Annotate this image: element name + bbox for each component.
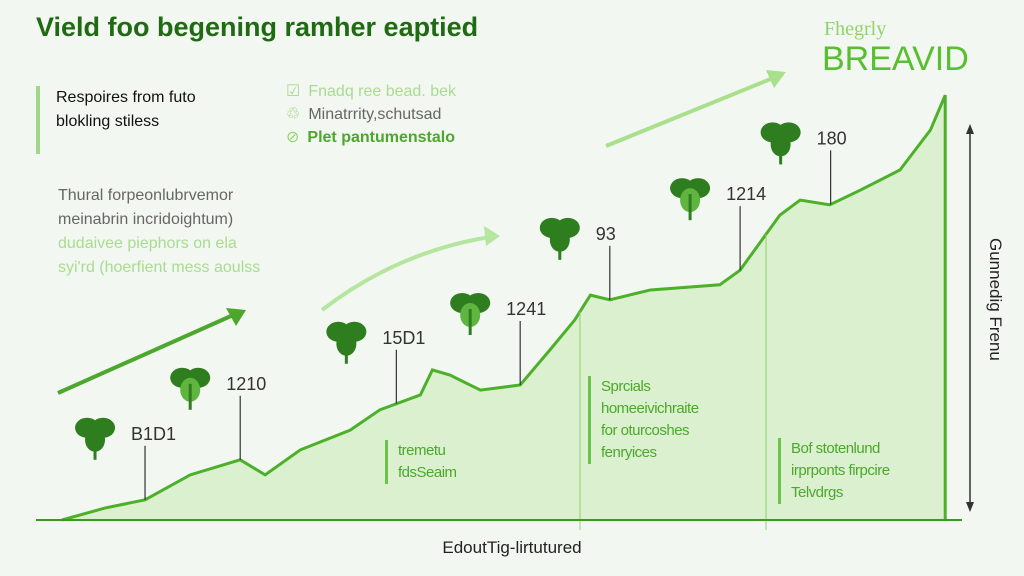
ginkgo-leaf-icon	[75, 417, 116, 460]
branch-icon	[539, 217, 580, 260]
note-2: Sprcials homeeivichraite for oturcoshes …	[588, 376, 699, 464]
data-label: 93	[596, 224, 616, 244]
y-arrow-up	[966, 124, 974, 134]
data-label: B1D1	[131, 424, 176, 444]
note-line: Sprcials	[601, 378, 651, 395]
description: Thural forpeonlubrvemor meinabrin incrid…	[58, 184, 260, 280]
data-label: 1214	[726, 184, 766, 204]
description-line: dudaivee piephors on ela	[58, 235, 237, 252]
note-line: homeeivichraite	[601, 400, 699, 417]
data-label: 1241	[506, 299, 546, 319]
note-line: fenryices	[601, 444, 657, 461]
leaf-search-icon: ⊘	[286, 129, 300, 146]
note-1: tremetu fdsSeaim	[385, 440, 457, 484]
brand-tagline: Fhegrly	[824, 18, 887, 40]
note-line: Telvdrgs	[791, 484, 843, 501]
note-line: irprponts firpcire	[791, 462, 890, 479]
plant-pot-icon	[170, 367, 211, 410]
y-arrow-down	[966, 502, 974, 512]
trend-arrow	[57, 310, 241, 395]
legend-item: ♲ Minatrrity,schutsad	[286, 103, 456, 126]
data-label: 15D1	[382, 328, 425, 348]
legend: ☑ Fnadq ree bead. bek ♲ Minatrrity,schutsa…	[286, 80, 456, 149]
note-line: fdsSeaim	[398, 464, 457, 481]
page-title: Vield foo begening ramher eaptied	[36, 12, 479, 42]
description-line: Thural forpeonlubrvemor	[58, 187, 234, 204]
description-line: syi'rd (hoerfient mess aoulss	[58, 259, 261, 276]
data-label: 180	[817, 128, 847, 148]
legend-item: ⊘ Plet pantumenstalo	[286, 126, 456, 149]
area-line	[61, 94, 947, 522]
legend-label: Minatrrity,schutsad	[308, 106, 442, 123]
tree-icon	[450, 292, 491, 335]
data-label: 1210	[226, 374, 266, 394]
legend-label: Fnadq ree bead. bek	[308, 83, 457, 100]
x-axis-label: EdoutTig-lirtutured	[442, 538, 582, 557]
note-3: Bof stotenlund irprponts firpcire Telvdr…	[778, 438, 890, 504]
area-fill	[61, 95, 946, 520]
y-axis-label: Gunnedig Frenu	[986, 238, 1005, 361]
clover-icon	[760, 122, 801, 165]
legend-label: Plet pantumenstalo	[307, 129, 455, 146]
note-line: for oturcoshes	[601, 422, 690, 439]
brand-logo: BREAVID	[822, 40, 969, 78]
trend-arrow-head	[226, 308, 246, 326]
upper-arrow-head	[766, 70, 786, 88]
note-line: Bof stotenlund	[791, 440, 880, 457]
checklist-icon: ☑	[286, 83, 301, 100]
upper-arrow	[605, 74, 779, 148]
intro-line: blokling stiless	[56, 113, 160, 130]
intro-line: Respoires from futo	[56, 89, 196, 106]
description-line: meinabrin incridoightum)	[58, 211, 234, 228]
legend-item: ☑ Fnadq ree bead. bek	[286, 80, 456, 103]
handshake-icon: ♲	[286, 106, 301, 123]
note-line: tremetu	[398, 442, 446, 459]
truck-icon	[326, 321, 367, 364]
double-arrow	[320, 234, 497, 312]
factory-icon	[670, 178, 711, 221]
intro-block: Respoires from futo blokling stiless	[36, 86, 196, 154]
double-arrow-head	[484, 226, 500, 246]
